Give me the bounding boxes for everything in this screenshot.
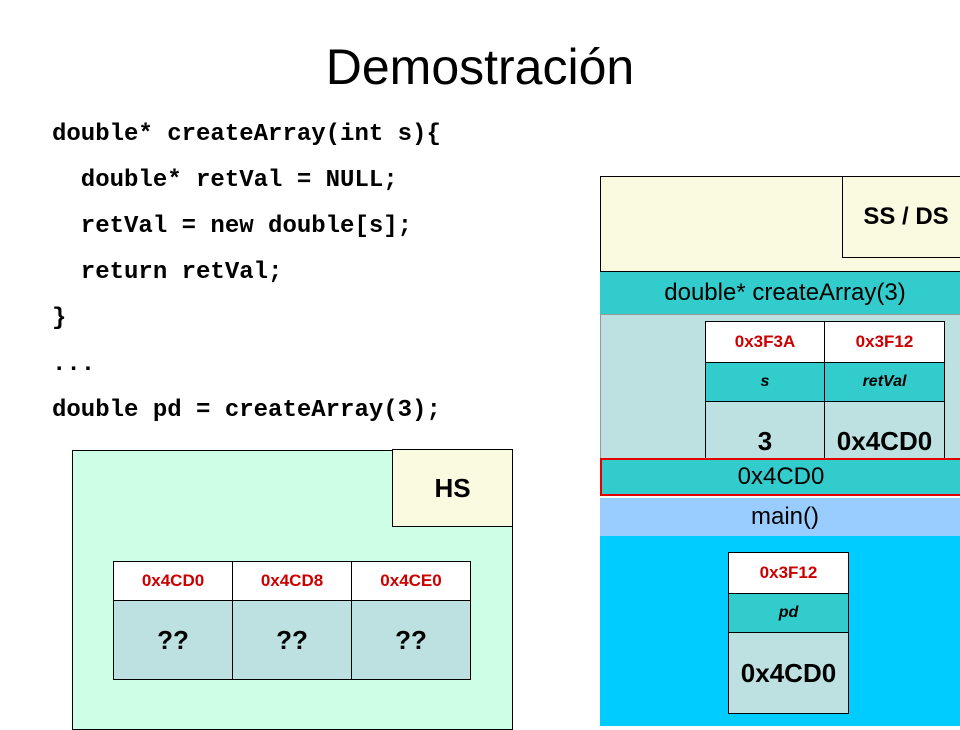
heap-cell-address: 0x4CD8	[232, 561, 352, 601]
slide-title: Demostración	[325, 39, 635, 95]
code-line-7: double pd = createArray(3);	[52, 397, 441, 424]
frame-header-createarray: double* createArray(3)	[600, 272, 960, 314]
main-var-name: pd	[728, 593, 849, 633]
code-line-3: retVal = new double[s];	[52, 213, 413, 240]
stack-segment-label: SS / DS	[842, 176, 960, 258]
heap-cell-value: ??	[113, 600, 233, 680]
main-var-value: 0x4CD0	[728, 632, 849, 714]
frame-var-address: 0x3F12	[824, 321, 945, 363]
code-line-2: double* retVal = NULL;	[52, 167, 398, 194]
code-line-5: }	[52, 305, 67, 332]
main-var-address: 0x3F12	[728, 552, 849, 594]
code-line-1: double* createArray(int s){	[52, 121, 441, 148]
heap-cell-value: ??	[351, 600, 471, 680]
heap-cell-address: 0x4CE0	[351, 561, 471, 601]
heap-segment-label: HS	[392, 449, 513, 527]
frame-header-main: main()	[600, 498, 960, 536]
frame-var-address: 0x3F3A	[705, 321, 825, 363]
frame-var-name: retVal	[824, 362, 945, 402]
heap-cell-value: ??	[232, 600, 352, 680]
code-line-6: ...	[52, 351, 96, 378]
frame-var-name: s	[705, 362, 825, 402]
code-line-4: return retVal;	[52, 259, 283, 286]
heap-cell-address: 0x4CD0	[113, 561, 233, 601]
return-value-bar: 0x4CD0	[600, 458, 960, 496]
